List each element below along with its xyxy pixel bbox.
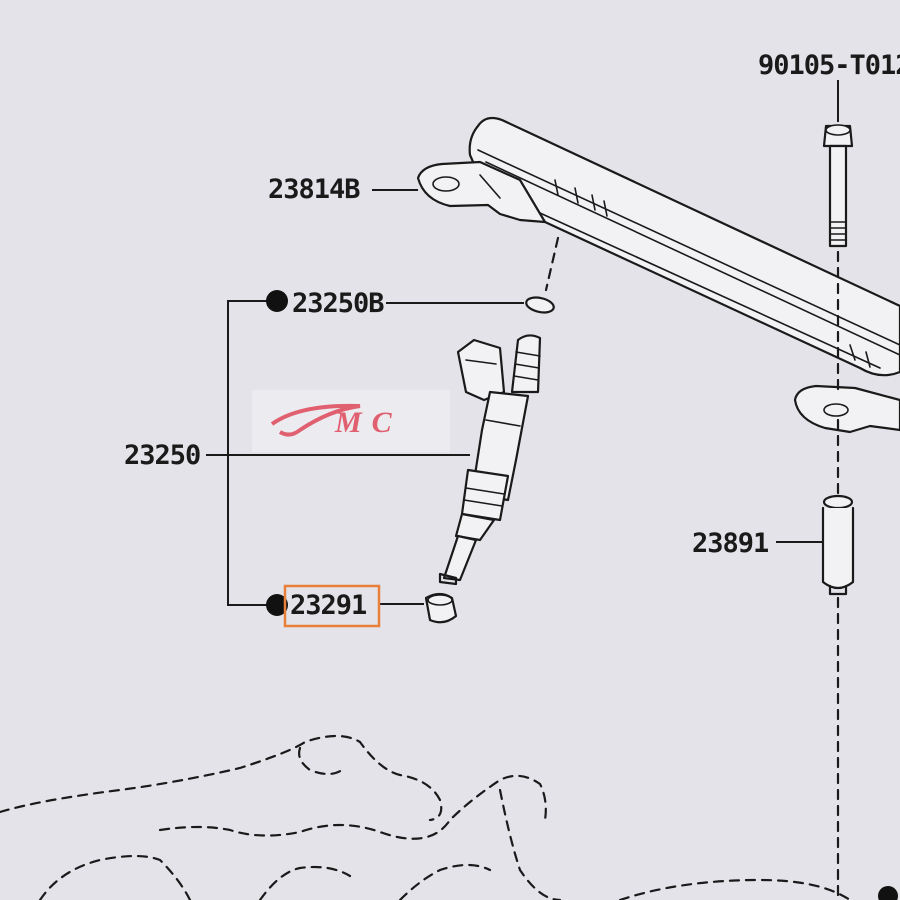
bracket-flange-right bbox=[793, 384, 900, 434]
label-insulator: 23291 bbox=[290, 590, 366, 621]
set-marker-oring bbox=[266, 290, 288, 312]
spacer bbox=[776, 494, 855, 596]
fuel-injector bbox=[438, 334, 542, 586]
watermark-logo: MC bbox=[252, 390, 450, 452]
centerline-left bbox=[544, 236, 560, 292]
label-spacer: 23891 bbox=[692, 528, 768, 559]
bracket-flange-left bbox=[416, 160, 547, 224]
fuel-delivery-pipe bbox=[468, 116, 900, 377]
label-oring: 23250B bbox=[292, 288, 384, 319]
watermark-text: MC bbox=[334, 406, 402, 439]
cylinder-head-outline bbox=[0, 734, 852, 900]
group-bracket bbox=[227, 300, 272, 606]
label-bolt: 90105-T012 bbox=[758, 50, 900, 81]
partial-marker-dot bbox=[878, 886, 898, 900]
highlight-box-insulator bbox=[283, 584, 381, 628]
label-bracket: 23814B bbox=[268, 174, 360, 205]
bolt bbox=[822, 80, 854, 248]
label-injector: 23250 bbox=[124, 440, 200, 471]
set-marker-insulator bbox=[266, 594, 288, 616]
injector-insulator bbox=[380, 592, 458, 624]
o-ring bbox=[525, 296, 555, 314]
